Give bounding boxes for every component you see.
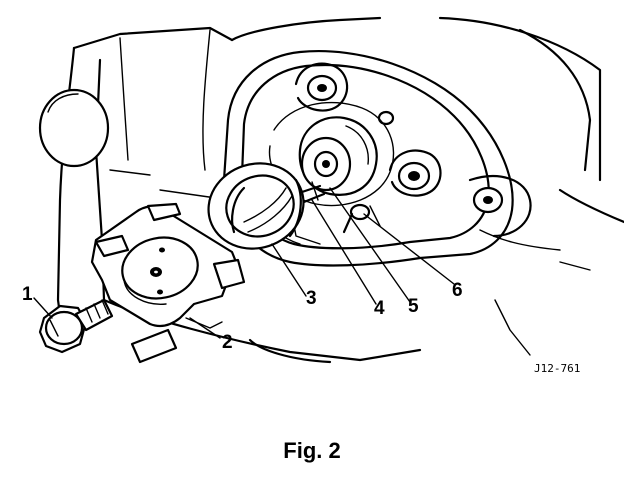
part-2-mounting-plate xyxy=(90,202,246,364)
callout-5: 5 xyxy=(408,296,419,317)
block-plug-boss xyxy=(38,88,110,168)
callout-1: 1 xyxy=(22,284,33,305)
figure-caption: Fig. 2 xyxy=(283,438,341,463)
callout-6: 6 xyxy=(452,280,463,301)
part-1-hex-bolt xyxy=(38,298,114,354)
part-3-oil-seal xyxy=(207,162,305,250)
part-6-drive-boss xyxy=(298,116,378,196)
callout-leaders xyxy=(33,187,455,339)
callout-3: 3 xyxy=(306,288,317,309)
callout-2: 2 xyxy=(222,332,233,353)
callout-4: 4 xyxy=(374,298,385,319)
drawing-reference-code: J12-761 xyxy=(534,362,580,375)
